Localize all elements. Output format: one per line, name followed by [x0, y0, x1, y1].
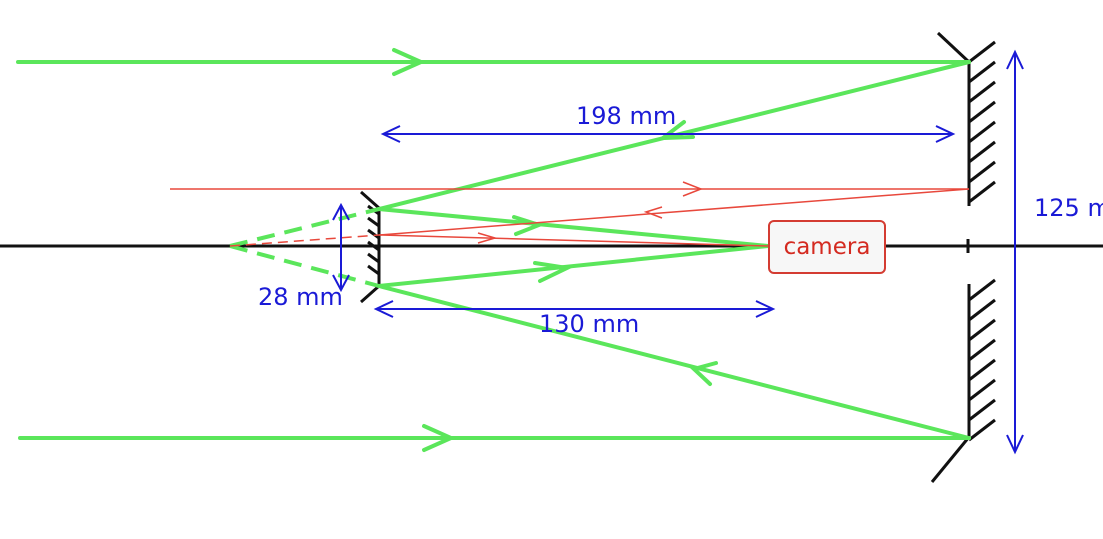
virtual-rays-green — [229, 207, 380, 288]
dimension-28 — [332, 202, 350, 293]
camera-label: camera — [784, 234, 871, 260]
green-rays — [16, 48, 971, 452]
optical-axis — [0, 239, 1103, 253]
label-130-mm: 130 mm — [539, 310, 639, 338]
red-rays — [170, 181, 970, 247]
dimension-125 — [1006, 49, 1024, 455]
primary-mirror-lower — [930, 278, 996, 483]
label-28-mm: 28 mm — [258, 283, 343, 311]
camera-box: camera — [768, 220, 886, 274]
dimension-198 — [380, 125, 956, 143]
dimension-130 — [373, 300, 776, 318]
secondary-mirror — [360, 190, 381, 304]
label-125-mm: 125 mm — [1034, 194, 1103, 222]
primary-mirror-upper — [936, 31, 996, 206]
label-198-mm: 198 mm — [576, 102, 676, 130]
